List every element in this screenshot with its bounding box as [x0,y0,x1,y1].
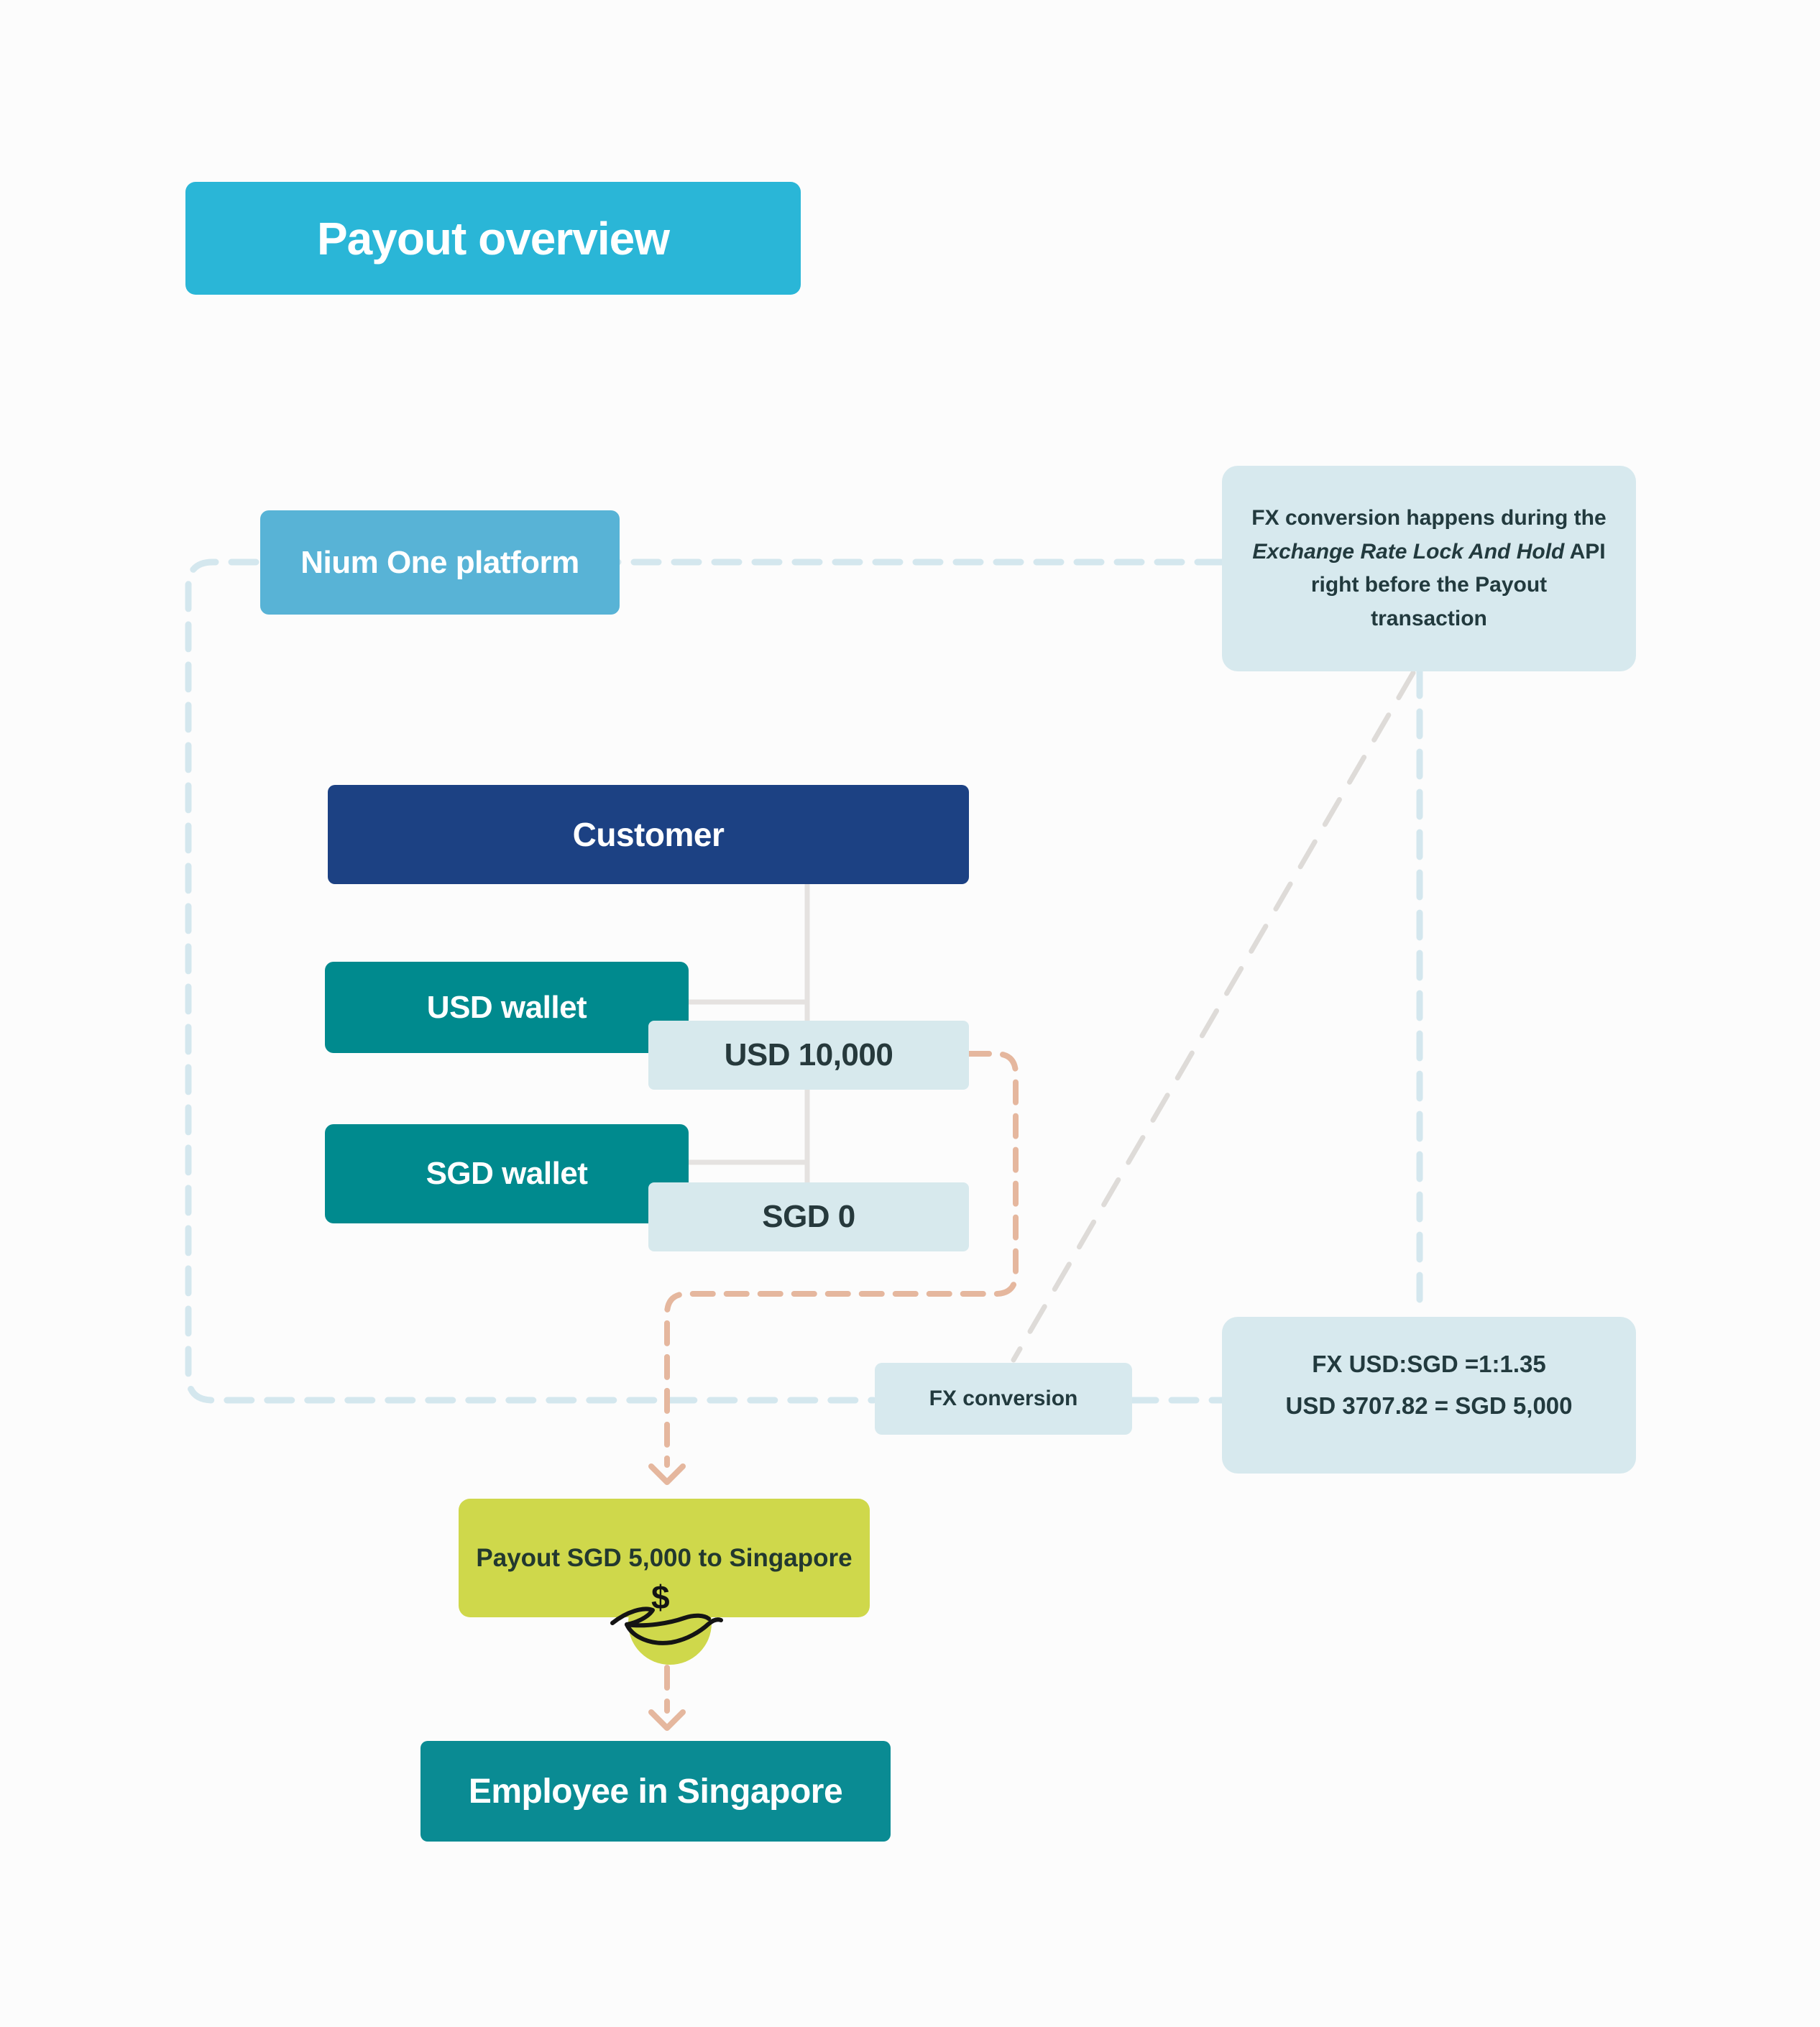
payout-node: Payout SGD 5,000 to Singapore [459,1499,870,1617]
fx-rate-line1: FX USD:SGD =1:1.35 [1312,1351,1546,1378]
fx-rate-callout: FX USD:SGD =1:1.35 USD 3707.82 = SGD 5,0… [1222,1317,1636,1474]
employee-node: Employee in Singapore [420,1741,891,1842]
usd-wallet-node: USD wallet [325,962,689,1053]
page-title-label: Payout overview [316,212,670,265]
sgd-wallet-node: SGD wallet [325,1124,689,1223]
note-to-fx-conversion-dash [1011,670,1416,1363]
customer-label: Customer [572,816,725,853]
platform-boundary-dashed-border [185,559,1226,1404]
usd-balance-node: USD 10,000 [648,1021,969,1090]
fx-conversion-label: FX conversion [929,1387,1078,1410]
usd-balance-to-payout-dash [664,1051,1019,1468]
fx-rate-line2: USD 3707.82 = SGD 5,000 [1285,1392,1573,1419]
payout-label: Payout SGD 5,000 to Singapore [476,1543,852,1572]
platform-label: Nium One platform [260,510,620,615]
usd-wallet-label: USD wallet [426,989,587,1025]
fx-note-callout: FX conversion happens during the Exchang… [1222,466,1636,671]
hand-holding-dollar-icon: $ [610,1578,723,1645]
sgd-balance-node: SGD 0 [648,1182,969,1251]
customer-node: Customer [328,785,969,884]
sgd-wallet-label: SGD wallet [426,1156,588,1191]
employee-arrowhead-icon [648,1709,686,1731]
sgd-balance-value: SGD 0 [762,1199,855,1234]
payout-arrowhead-icon [648,1463,686,1485]
fx-note-italic-api-name: Exchange Rate Lock And Hold [1252,539,1565,564]
platform-label-text: Nium One platform [300,544,579,580]
hand-palm-bottom-stroke [625,1617,723,1645]
page-title: Payout overview [185,182,801,295]
usd-balance-value: USD 10,000 [724,1037,893,1072]
employee-label: Employee in Singapore [468,1772,843,1811]
fx-conversion-node: FX conversion [875,1363,1132,1435]
fx-note-text: FX conversion happens during the Exchang… [1251,506,1607,630]
